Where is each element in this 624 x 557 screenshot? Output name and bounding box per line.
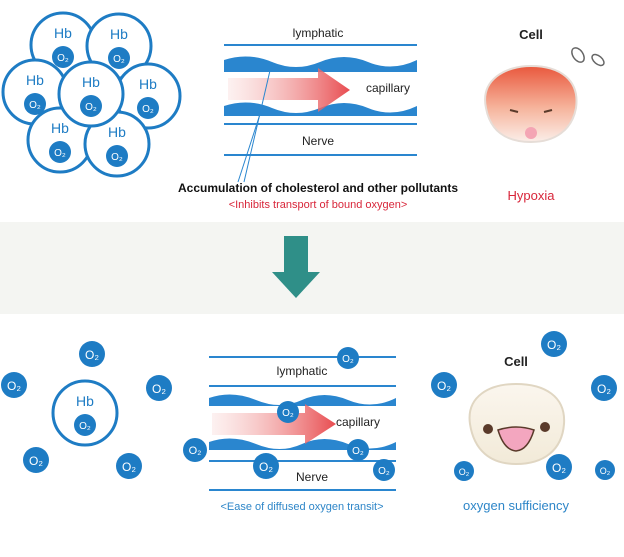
svg-text:O₂: O₂ bbox=[378, 466, 390, 477]
o2-molecule: O₂ bbox=[546, 454, 572, 480]
svg-text:O₂: O₂ bbox=[259, 460, 273, 474]
sweat-drop-icon bbox=[571, 47, 585, 63]
capillary-flow-arrow bbox=[228, 68, 350, 112]
hb-cell: Hb O₂ bbox=[51, 379, 119, 447]
o2-label: O₂ bbox=[142, 104, 154, 115]
hb-label: Hb bbox=[51, 120, 69, 136]
svg-text:O₂: O₂ bbox=[597, 382, 611, 396]
capillary-label: capillary bbox=[336, 415, 380, 429]
cell-eye bbox=[543, 109, 553, 113]
hb-cell: Hb O₂ bbox=[83, 110, 151, 178]
o2-molecule: O₂ bbox=[253, 453, 279, 479]
cell-mouth bbox=[497, 426, 535, 452]
o2-molecule: O₂ bbox=[431, 372, 457, 398]
o2-molecule: O₂ bbox=[373, 459, 395, 481]
cell-eye bbox=[483, 424, 493, 434]
svg-text:O₂: O₂ bbox=[459, 467, 470, 477]
o2-label: O₂ bbox=[113, 54, 125, 65]
capillary-wall-top bbox=[224, 56, 417, 72]
hb-label: Hb bbox=[139, 76, 157, 92]
free-oxygen-group-left: O₂ O₂ O₂ O₂ O₂ bbox=[1, 341, 172, 479]
nerve-label: Nerve bbox=[302, 134, 334, 148]
cell-label: Cell bbox=[504, 354, 528, 369]
transition-band bbox=[0, 222, 624, 314]
svg-text:O₂: O₂ bbox=[85, 348, 99, 362]
hb-label: Hb bbox=[54, 25, 72, 41]
cell-body bbox=[468, 382, 566, 466]
hb-label: Hb bbox=[110, 26, 128, 42]
o2-molecule: O₂ bbox=[595, 460, 615, 480]
o2-molecule: O₂ bbox=[1, 372, 27, 398]
bottom-panel-graphic: O₂ O₂ O₂ O₂ O₂ Hb O₂ lymphatic capillary… bbox=[1, 331, 617, 513]
sufficient-cell: Cell O₂ O₂ O₂ O₂ O₂ O₂ oxygen sufficienc… bbox=[431, 331, 617, 513]
capillary-wall-top bbox=[209, 394, 396, 406]
svg-text:O₂: O₂ bbox=[122, 460, 136, 474]
o2-molecule: O₂ bbox=[183, 438, 207, 462]
caption: <Ease of diffused oxygen transit> bbox=[220, 501, 383, 513]
hb-label: Hb bbox=[76, 393, 94, 409]
o2-label: O₂ bbox=[85, 102, 97, 113]
transition-graphic bbox=[272, 236, 320, 298]
svg-text:O₂: O₂ bbox=[352, 446, 364, 457]
hb-cell: Hb O₂ bbox=[85, 12, 153, 80]
o2-molecule: O₂ bbox=[454, 461, 474, 481]
svg-text:O₂: O₂ bbox=[189, 445, 202, 457]
cell-body bbox=[484, 64, 578, 144]
lymphatic-label: lymphatic bbox=[277, 364, 328, 378]
cell-mouth bbox=[525, 127, 537, 139]
top-panel: Hb O₂ Hb O₂ Hb O₂ Hb O₂ Hb O₂ bbox=[0, 0, 624, 222]
hb-cell: Hb O₂ bbox=[57, 60, 125, 128]
o2-molecule: O₂ bbox=[591, 375, 617, 401]
o2-label: O₂ bbox=[54, 148, 66, 159]
svg-text:O₂: O₂ bbox=[342, 354, 354, 365]
o2-label: O₂ bbox=[57, 53, 69, 64]
vessel-diagram-bottom: lymphatic capillary Nerve O₂ O₂ O₂ O₂ O₂… bbox=[183, 347, 396, 491]
o2-molecule: O₂ bbox=[337, 347, 359, 369]
top-panel-graphic: Hb O₂ Hb O₂ Hb O₂ Hb O₂ Hb O₂ bbox=[1, 11, 605, 211]
o2-molecule: O₂ bbox=[79, 341, 105, 367]
svg-text:O₂: O₂ bbox=[547, 338, 561, 352]
svg-text:O₂: O₂ bbox=[437, 379, 451, 393]
o2-molecule: O₂ bbox=[541, 331, 567, 357]
cell-status: Hypoxia bbox=[508, 188, 556, 203]
o2-molecule: O₂ bbox=[277, 401, 299, 423]
hypoxia-cell: Cell Hypoxia bbox=[484, 27, 605, 203]
o2-molecule: O₂ bbox=[146, 375, 172, 401]
sweat-drop-icon bbox=[591, 53, 605, 67]
o2-label: O₂ bbox=[29, 100, 41, 111]
bottom-panel: O₂ O₂ O₂ O₂ O₂ Hb O₂ lymphatic capillary… bbox=[0, 314, 624, 557]
svg-text:O₂: O₂ bbox=[600, 466, 611, 476]
pointer-line bbox=[243, 61, 273, 183]
o2-molecule: O₂ bbox=[23, 447, 49, 473]
svg-text:O₂: O₂ bbox=[282, 408, 294, 419]
o2-label: O₂ bbox=[111, 152, 123, 163]
nerve-label: Nerve bbox=[296, 470, 328, 484]
o2-label: O₂ bbox=[79, 421, 91, 432]
o2-molecule: O₂ bbox=[347, 439, 369, 461]
cell-label: Cell bbox=[519, 27, 543, 42]
hb-label: Hb bbox=[82, 74, 100, 90]
svg-text:O₂: O₂ bbox=[552, 461, 566, 475]
vessel-diagram-top: lymphatic capillary Nerve bbox=[224, 26, 417, 183]
caption-sub: <Inhibits transport of bound oxygen> bbox=[229, 199, 408, 211]
capillary-label: capillary bbox=[366, 81, 410, 95]
cell-eye bbox=[509, 109, 519, 113]
svg-text:O₂: O₂ bbox=[7, 379, 21, 393]
caption-main: Accumulation of cholesterol and other po… bbox=[178, 181, 458, 195]
hb-label: Hb bbox=[108, 124, 126, 140]
hb-cluster: Hb O₂ Hb O₂ Hb O₂ Hb O₂ Hb O₂ bbox=[1, 11, 182, 178]
svg-text:O₂: O₂ bbox=[152, 382, 166, 396]
capillary-flow-arrow bbox=[212, 404, 336, 444]
o2-molecule: O₂ bbox=[116, 453, 142, 479]
teal-down-arrow-icon bbox=[272, 236, 320, 298]
lymphatic-label: lymphatic bbox=[293, 26, 344, 40]
svg-text:O₂: O₂ bbox=[29, 454, 43, 468]
cell-eye bbox=[540, 422, 550, 432]
hb-label: Hb bbox=[26, 72, 44, 88]
cell-status: oxygen sufficiency bbox=[463, 498, 569, 513]
